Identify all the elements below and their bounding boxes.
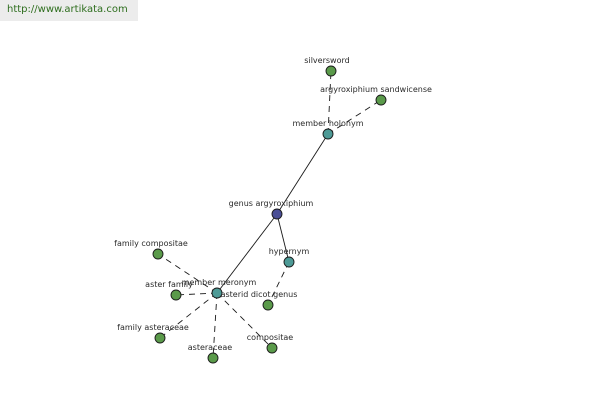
node-silversword[interactable] bbox=[325, 65, 337, 77]
node-famasteraceae[interactable] bbox=[154, 332, 166, 344]
node-famcompositae[interactable] bbox=[152, 248, 164, 260]
node-label-genus[interactable]: genus argyroxiphium bbox=[229, 199, 314, 208]
node-label-asteraceae[interactable]: asteraceae bbox=[188, 343, 233, 352]
node-label-asterid[interactable]: asterid dicot genus bbox=[221, 290, 298, 299]
node-asterfamily[interactable] bbox=[170, 289, 182, 301]
edge-holonym-sandwicense bbox=[327, 99, 382, 135]
node-label-hypernym[interactable]: hypernym bbox=[269, 247, 310, 256]
graph-edges bbox=[157, 70, 382, 359]
node-asteraceae[interactable] bbox=[207, 352, 219, 364]
node-label-asterfamily[interactable]: aster family bbox=[145, 280, 193, 289]
graph-nodes bbox=[152, 65, 387, 364]
site-url-banner[interactable]: http://www.artikata.com bbox=[0, 0, 138, 21]
edge-meronym-asterfamily bbox=[175, 292, 218, 296]
node-label-sandwicense[interactable]: argyroxiphium sandwicense bbox=[320, 85, 432, 94]
node-label-famasteraceae[interactable]: family asteraceae bbox=[117, 323, 189, 332]
node-label-meronym[interactable]: member meronym bbox=[182, 278, 257, 287]
node-compositae[interactable] bbox=[266, 342, 278, 354]
node-label-famcompositae[interactable]: family compositae bbox=[114, 239, 188, 248]
node-meronym[interactable] bbox=[211, 287, 223, 299]
node-genus[interactable] bbox=[271, 208, 283, 220]
edge-meronym-compositae bbox=[216, 292, 273, 349]
edge-genus-holonym bbox=[276, 133, 329, 215]
graph-labels: genus argyroxiphium member holonym silvers… bbox=[114, 56, 432, 352]
node-sandwicense[interactable] bbox=[375, 94, 387, 106]
node-asterid[interactable] bbox=[262, 299, 274, 311]
node-holonym[interactable] bbox=[322, 128, 334, 140]
edge-meronym-famcompositae bbox=[157, 253, 218, 294]
node-label-silversword[interactable]: silversword bbox=[304, 56, 349, 65]
edge-meronym-famasteraceae bbox=[159, 292, 218, 339]
edge-genus-meronym bbox=[216, 213, 278, 294]
edge-genus-hypernym bbox=[276, 213, 290, 263]
node-label-compositae[interactable]: compositae bbox=[247, 333, 293, 342]
node-hypernym[interactable] bbox=[283, 256, 295, 268]
node-label-holonym[interactable]: member holonym bbox=[292, 119, 363, 128]
edge-hypernym-asterid bbox=[267, 261, 290, 306]
